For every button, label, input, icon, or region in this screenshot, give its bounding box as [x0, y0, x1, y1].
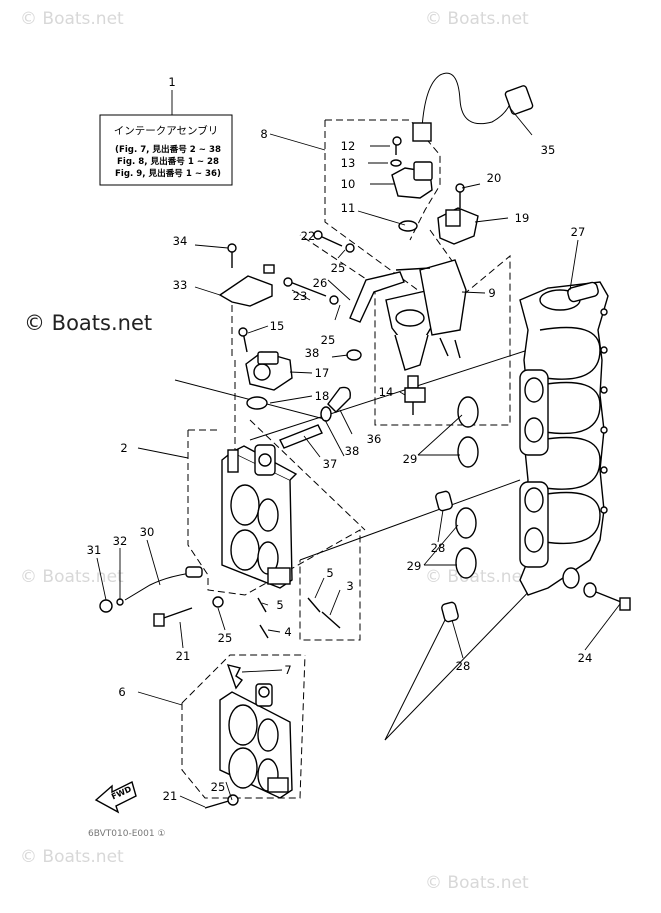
dashed-groups — [181, 119, 511, 799]
group-6-top — [181, 654, 305, 704]
assembly-line-1: (Fig. 7, 見出番号 2 ~ 38 — [115, 143, 221, 155]
group-2-outline — [187, 430, 361, 641]
watermarks: © Boats.net © Boats.net © Boats.net © Bo… — [20, 9, 529, 893]
callout-17: 17 — [315, 366, 330, 380]
assembly-line-2: Fig. 8, 見出番号 1 ~ 28 — [117, 155, 219, 167]
callout-26: 26 — [313, 276, 328, 290]
group-8-outline — [299, 120, 511, 426]
callout-5a: 5 — [326, 566, 333, 580]
ground-lead-30 — [99, 566, 203, 613]
callout-20: 20 — [487, 171, 502, 185]
callout-3: 3 — [346, 579, 353, 593]
callout-19: 19 — [515, 211, 530, 225]
callout-22: 22 — [301, 229, 316, 243]
mount-line-diag — [249, 419, 366, 531]
isc-valve-10 — [390, 136, 433, 232]
callout-25d: 25 — [211, 780, 226, 794]
callout-27: 27 — [571, 225, 586, 239]
callout-36: 36 — [367, 432, 382, 446]
callout-31: 31 — [87, 543, 102, 557]
sensor-17 — [238, 327, 293, 410]
callout-9: 9 — [488, 286, 495, 300]
callout-35: 35 — [541, 143, 556, 157]
callout-2: 2 — [120, 441, 127, 455]
callout-25a: 25 — [331, 261, 346, 275]
watermark-top-right: © Boats.net — [425, 9, 529, 29]
bushings-28 — [435, 490, 459, 623]
group-6-outline — [181, 654, 306, 799]
callout-13: 13 — [341, 156, 356, 170]
assembly-box-frame — [99, 114, 233, 186]
callout-28a: 28 — [431, 541, 446, 555]
callouts: 1 2 3 4 5 5 6 7 8 9 10 11 12 13 14 15 17… — [87, 75, 593, 803]
callout-37: 37 — [323, 457, 338, 471]
throttle-body-upper — [221, 444, 298, 589]
callout-6: 6 — [118, 685, 125, 699]
assembly-title: インテークアセンブリ — [114, 124, 218, 137]
callout-5b: 5 — [276, 598, 283, 612]
callout-23: 23 — [293, 289, 308, 303]
callout-7: 7 — [284, 663, 291, 677]
watermark-left-mid: © Boats.net — [20, 567, 124, 587]
callout-32: 32 — [113, 534, 128, 548]
hoses — [279, 271, 405, 449]
watermark-center: © Boats.net — [24, 311, 152, 335]
callout-12: 12 — [341, 139, 356, 153]
callout-21b: 21 — [163, 789, 178, 803]
mount-line-19 — [429, 229, 456, 266]
callout-29a: 29 — [403, 452, 418, 466]
callout-30: 30 — [140, 525, 155, 539]
callout-34: 34 — [173, 234, 188, 248]
callout-25c: 25 — [218, 631, 233, 645]
callout-29b: 29 — [407, 559, 422, 573]
callout-4: 4 — [284, 625, 291, 639]
callout-24: 24 — [578, 651, 593, 665]
callout-8: 8 — [260, 127, 267, 141]
callout-10: 10 — [341, 177, 356, 191]
valve-14 — [404, 375, 426, 415]
watermark-bottom-right: © Boats.net — [425, 873, 529, 893]
sensor-19 — [437, 183, 479, 245]
gaskets-29 — [455, 396, 479, 579]
fwd-arrow: FWD — [94, 780, 137, 814]
assembly-note-box: インテークアセンブリ (Fig. 7, 見出番号 2 ~ 38 Fig. 8, … — [99, 90, 233, 186]
callout-21a: 21 — [176, 649, 191, 663]
small-fasteners — [153, 596, 341, 809]
assembly-line-3: Fig. 9, 見出番号 1 ~ 36) — [115, 167, 221, 179]
callout-25b: 25 — [321, 333, 336, 347]
watermark-right-mid: © Boats.net — [425, 567, 529, 587]
leader-lines — [96, 107, 621, 808]
bolt-24 — [562, 567, 631, 611]
callout-15: 15 — [270, 319, 285, 333]
intake-manifold — [519, 281, 609, 596]
bolts-22-23 — [283, 230, 355, 305]
watermark-top-left: © Boats.net — [20, 9, 124, 29]
harness-35 — [412, 72, 534, 142]
diagram-code: 6BVT010-E001 ① — [88, 829, 166, 839]
callout-11: 11 — [341, 201, 356, 215]
callout-38a: 38 — [305, 346, 320, 360]
callout-33: 33 — [173, 278, 188, 292]
callout-14: 14 — [379, 385, 394, 399]
callout-28b: 28 — [456, 659, 471, 673]
group-8-upper — [325, 119, 441, 241]
watermark-bottom-left: © Boats.net — [20, 847, 124, 867]
bracket-33 — [218, 243, 275, 307]
callout-1: 1 — [168, 75, 175, 89]
vapor-unit-9 — [385, 259, 467, 371]
throttle-body-lower — [219, 683, 293, 799]
callout-38b: 38 — [345, 444, 360, 458]
callout-18: 18 — [315, 389, 330, 403]
